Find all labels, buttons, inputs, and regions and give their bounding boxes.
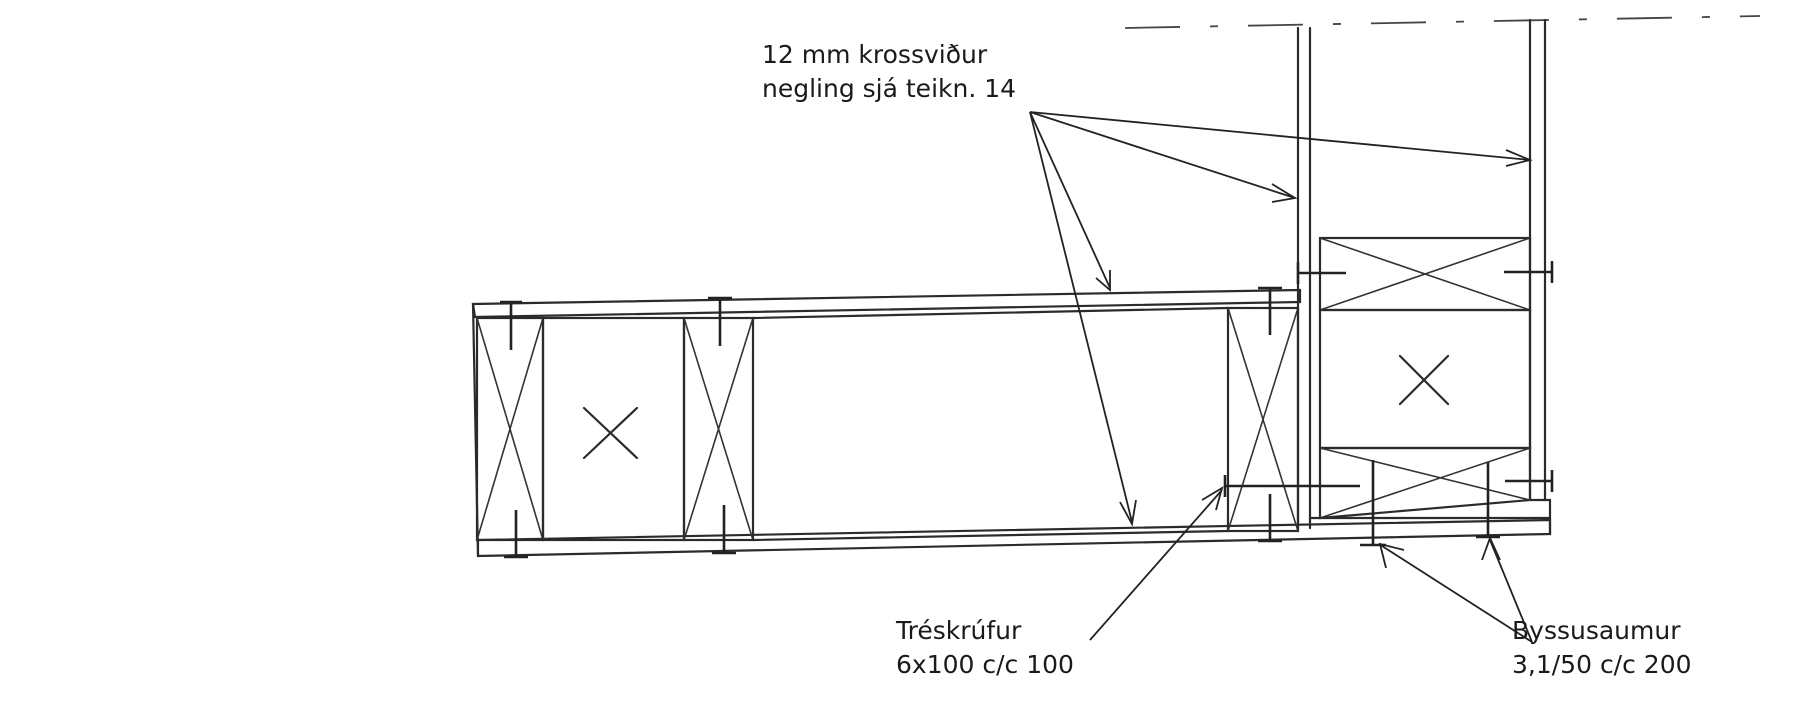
nails-label-line1: Byssusaumur bbox=[1512, 616, 1681, 645]
top-plywood-sheet bbox=[471, 288, 1302, 319]
dashed-reference-line bbox=[1124, 15, 1761, 29]
screws-label-line2: 6x100 c/c 100 bbox=[896, 650, 1074, 679]
plywood-label-line2: negling sjá teikn. 14 bbox=[762, 74, 1017, 103]
screws-label: Tréskrúfur 6x100 c/c 100 bbox=[896, 614, 1074, 682]
nails-label-line2: 3,1/50 c/c 200 bbox=[1512, 650, 1692, 679]
leaders bbox=[1029, 111, 1533, 643]
plywood-label: 12 mm krossviður negling sjá teikn. 14 bbox=[762, 38, 1016, 106]
vertical-wall bbox=[1296, 18, 1552, 536]
horizontal-panel bbox=[471, 288, 1552, 558]
nails-label: Byssusaumur 3,1/50 c/c 200 bbox=[1512, 614, 1692, 682]
stud-crossed bbox=[682, 316, 755, 542]
fasteners bbox=[500, 261, 1554, 559]
screws-label-line1: Tréskrúfur bbox=[896, 616, 1022, 645]
plywood-label-line1: 12 mm krossviður bbox=[762, 40, 988, 69]
